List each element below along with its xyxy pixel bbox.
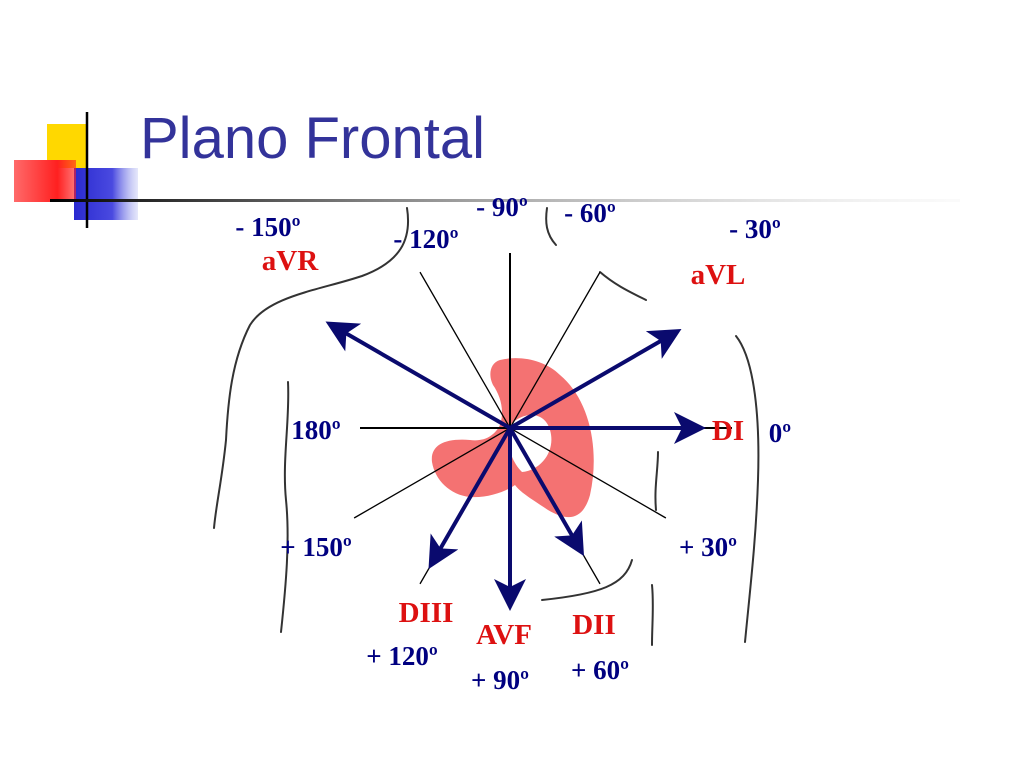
angle-label-minus-90: - 90º	[476, 192, 528, 222]
angle-label-plus-150: + 150º	[280, 532, 352, 562]
lead-arrow-dii	[508, 426, 585, 557]
right-shoulder-line	[599, 271, 647, 301]
decor-red-square	[14, 160, 76, 202]
decor-horizontal-rule	[50, 199, 960, 202]
left-flank-line	[280, 381, 290, 633]
neck-right-line	[545, 207, 557, 246]
neck-left-line	[213, 207, 409, 529]
angle-label-zero: 0º	[769, 418, 792, 448]
lead-label-diii: DIII	[399, 597, 454, 629]
angle-labels: - 90º - 60º - 30º 0º + 30º + 60º + 90º + 120º + …	[235, 192, 791, 695]
angle-label-minus-30: - 30º	[729, 214, 781, 244]
lead-arrow-avl	[508, 328, 682, 430]
lead-label-dii: DII	[572, 609, 616, 641]
lead-label-avr: aVR	[262, 245, 319, 277]
lead-arrows	[325, 321, 706, 611]
slide-title: Plano Frontal	[140, 106, 485, 171]
lower-rib-line	[541, 559, 633, 601]
decor-blue-square	[74, 168, 138, 220]
lead-labels: DI DII AVF DIII aVR aVL	[262, 245, 746, 651]
right-arm-line	[735, 335, 760, 643]
angle-label-plus-120: + 120º	[366, 641, 438, 671]
angle-label-180: 180º	[291, 415, 341, 445]
angle-label-minus-150: - 150º	[235, 212, 300, 242]
lead-arrow-diii	[428, 427, 512, 570]
lead-arrow-avr	[325, 321, 511, 430]
lead-label-di: DI	[712, 415, 744, 447]
lead-label-avl: aVL	[691, 259, 746, 291]
angle-label-minus-120: - 120º	[393, 224, 458, 254]
angle-label-plus-30: + 30º	[679, 532, 737, 562]
torso-outline	[213, 207, 760, 646]
heart-shape	[431, 358, 594, 518]
angle-label-plus-90: + 90º	[471, 665, 529, 695]
angle-label-plus-60: + 60º	[571, 655, 629, 685]
angle-label-minus-60: - 60º	[564, 198, 616, 228]
lower-right-line	[651, 584, 654, 646]
right-inner-line	[654, 451, 659, 511]
lead-label-avf: AVF	[476, 619, 532, 651]
